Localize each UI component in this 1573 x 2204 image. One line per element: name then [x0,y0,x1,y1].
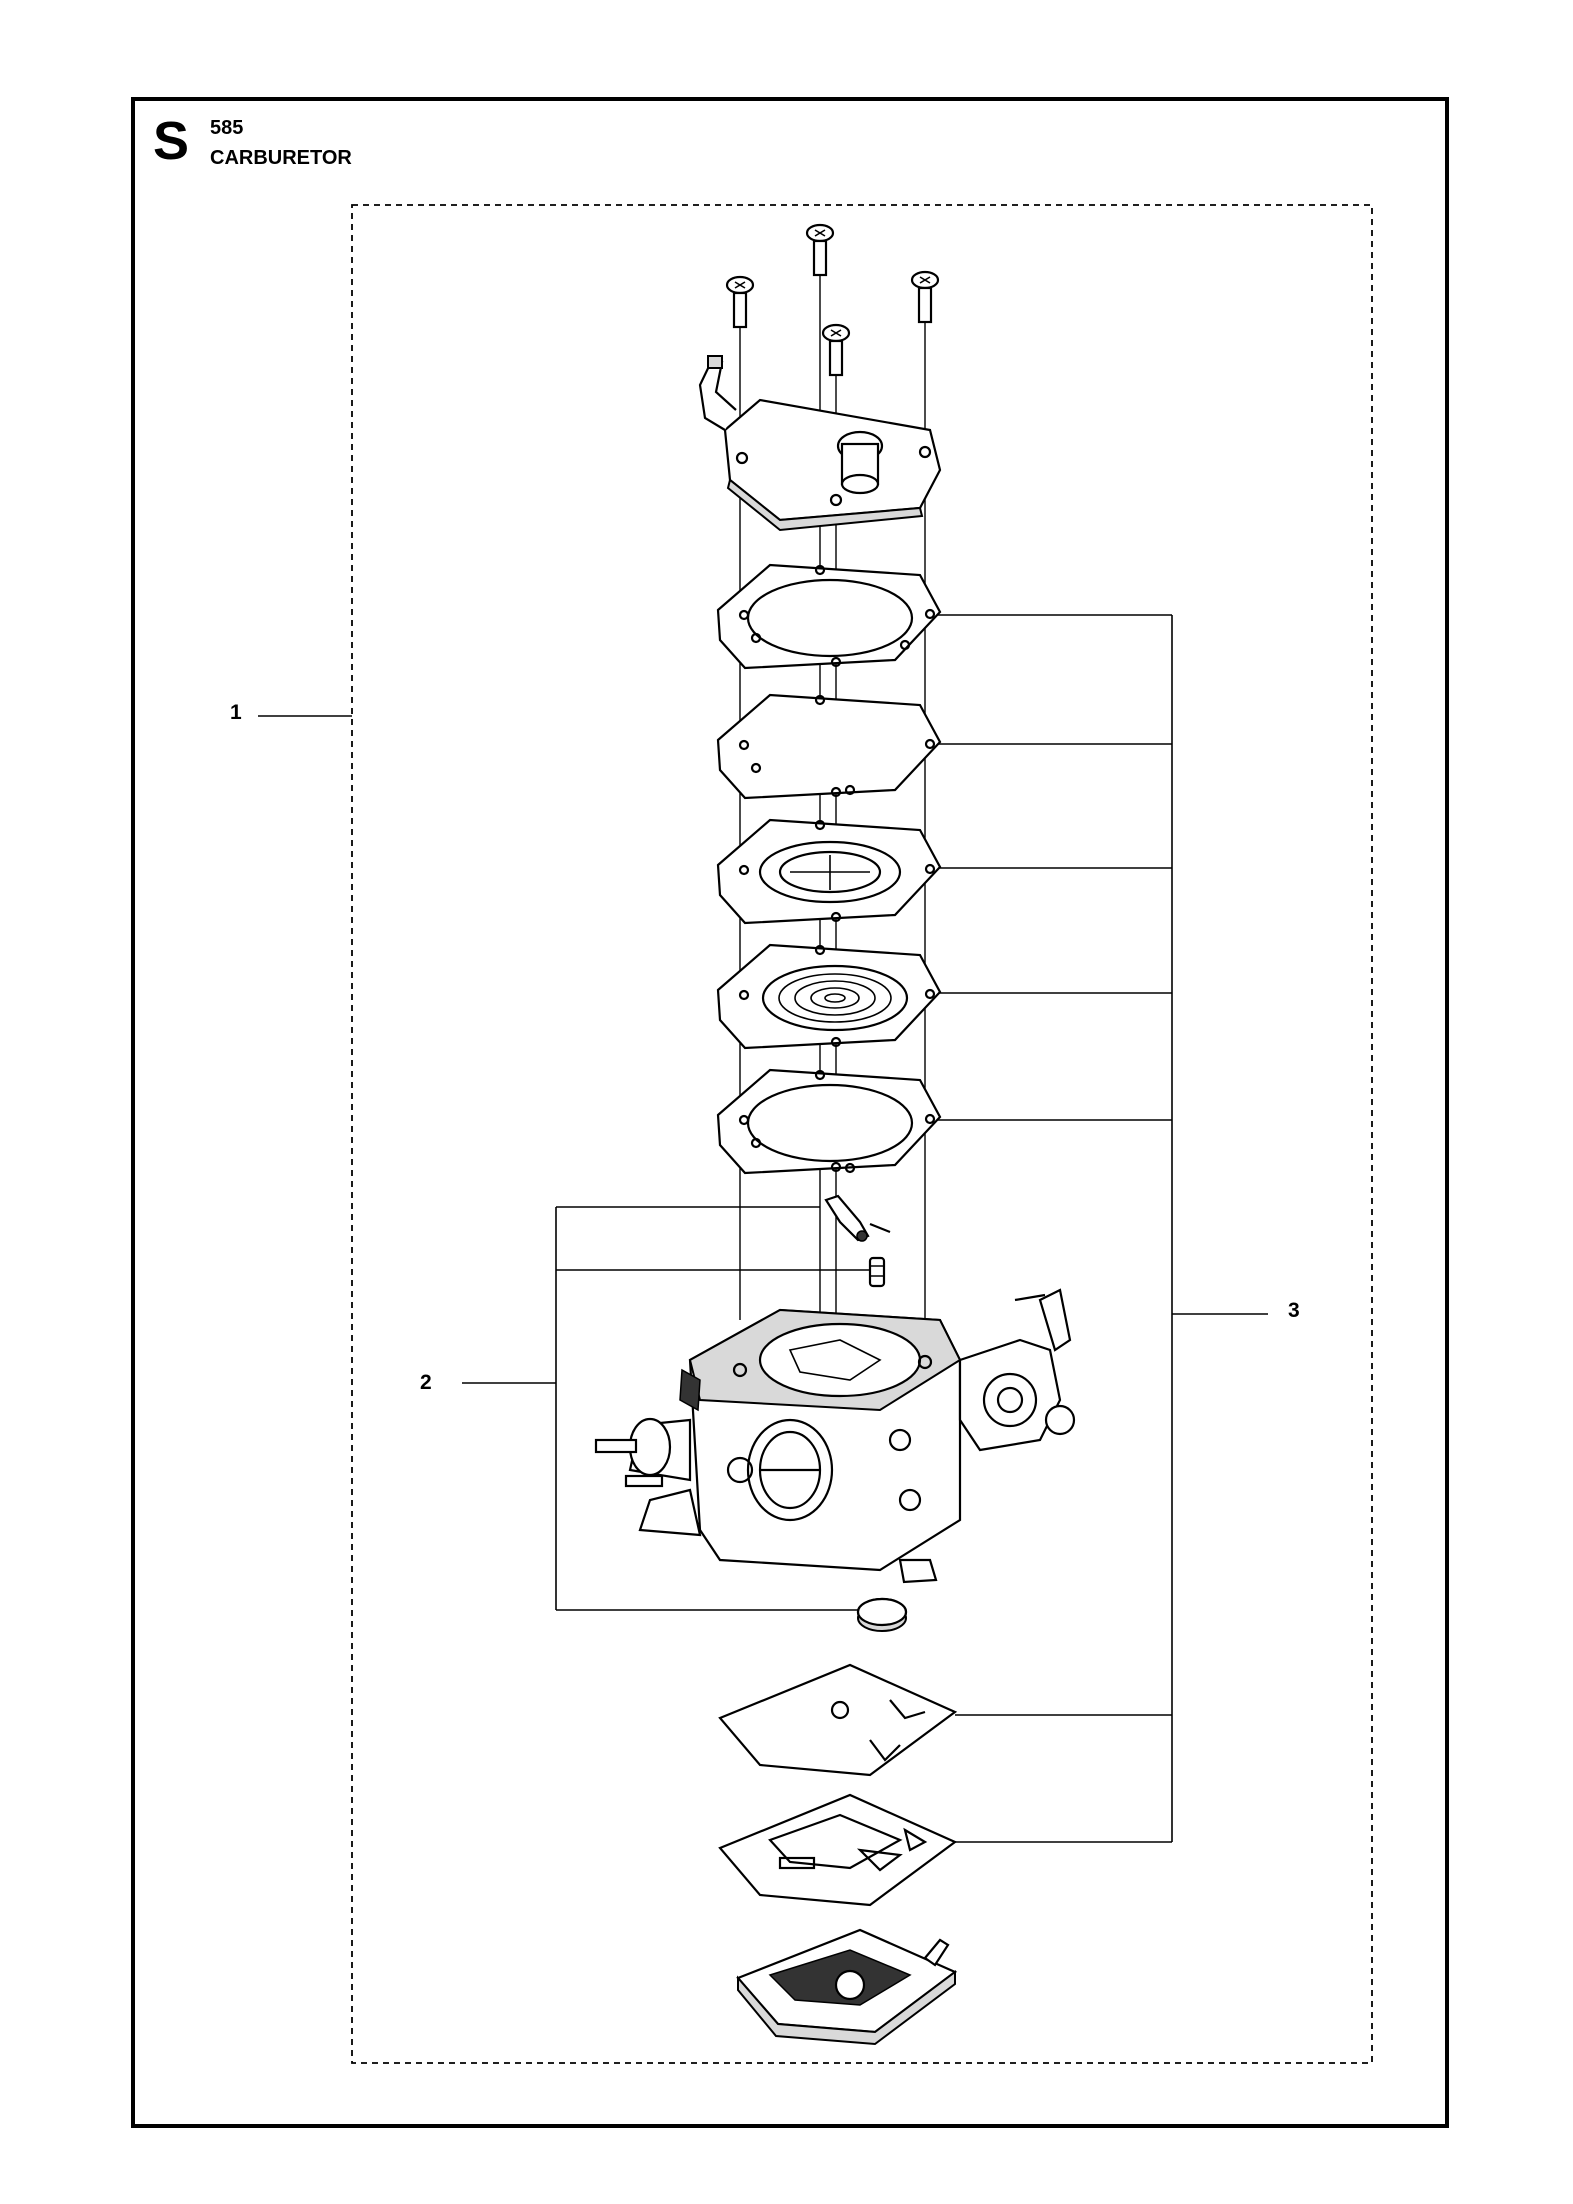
section-title: CARBURETOR [210,147,352,169]
metering-diaphragm [716,943,942,1050]
section-letter: S [153,111,190,171]
pump-diaphragm [716,818,942,925]
callout-3: 3 [1288,1299,1300,1322]
pump-gasket-lower [718,1663,958,1777]
screw-3 [910,270,940,324]
leader-bracket-3 [935,614,1268,1843]
assembly-boundary [351,204,1373,2064]
gasket-2 [716,693,942,800]
inlet-needle [868,1256,886,1288]
pump-body-gasket [718,1793,958,1907]
callout-1: 1 [230,701,242,724]
page-frame [131,97,1449,2128]
needle-lever [824,1194,891,1242]
pump-body [736,1928,958,2046]
carburetor-body [594,1288,1076,1584]
screw-4 [821,323,851,377]
pump-cover [698,355,942,532]
welch-plug [856,1597,908,1632]
section-number: 585 [210,117,244,139]
screw-2 [725,275,755,329]
callout-2: 2 [420,1371,432,1394]
leader-bracket-2 [462,1206,870,1611]
gasket-1 [716,563,942,670]
screw-1 [805,223,835,277]
gasket-3 [716,1068,942,1175]
